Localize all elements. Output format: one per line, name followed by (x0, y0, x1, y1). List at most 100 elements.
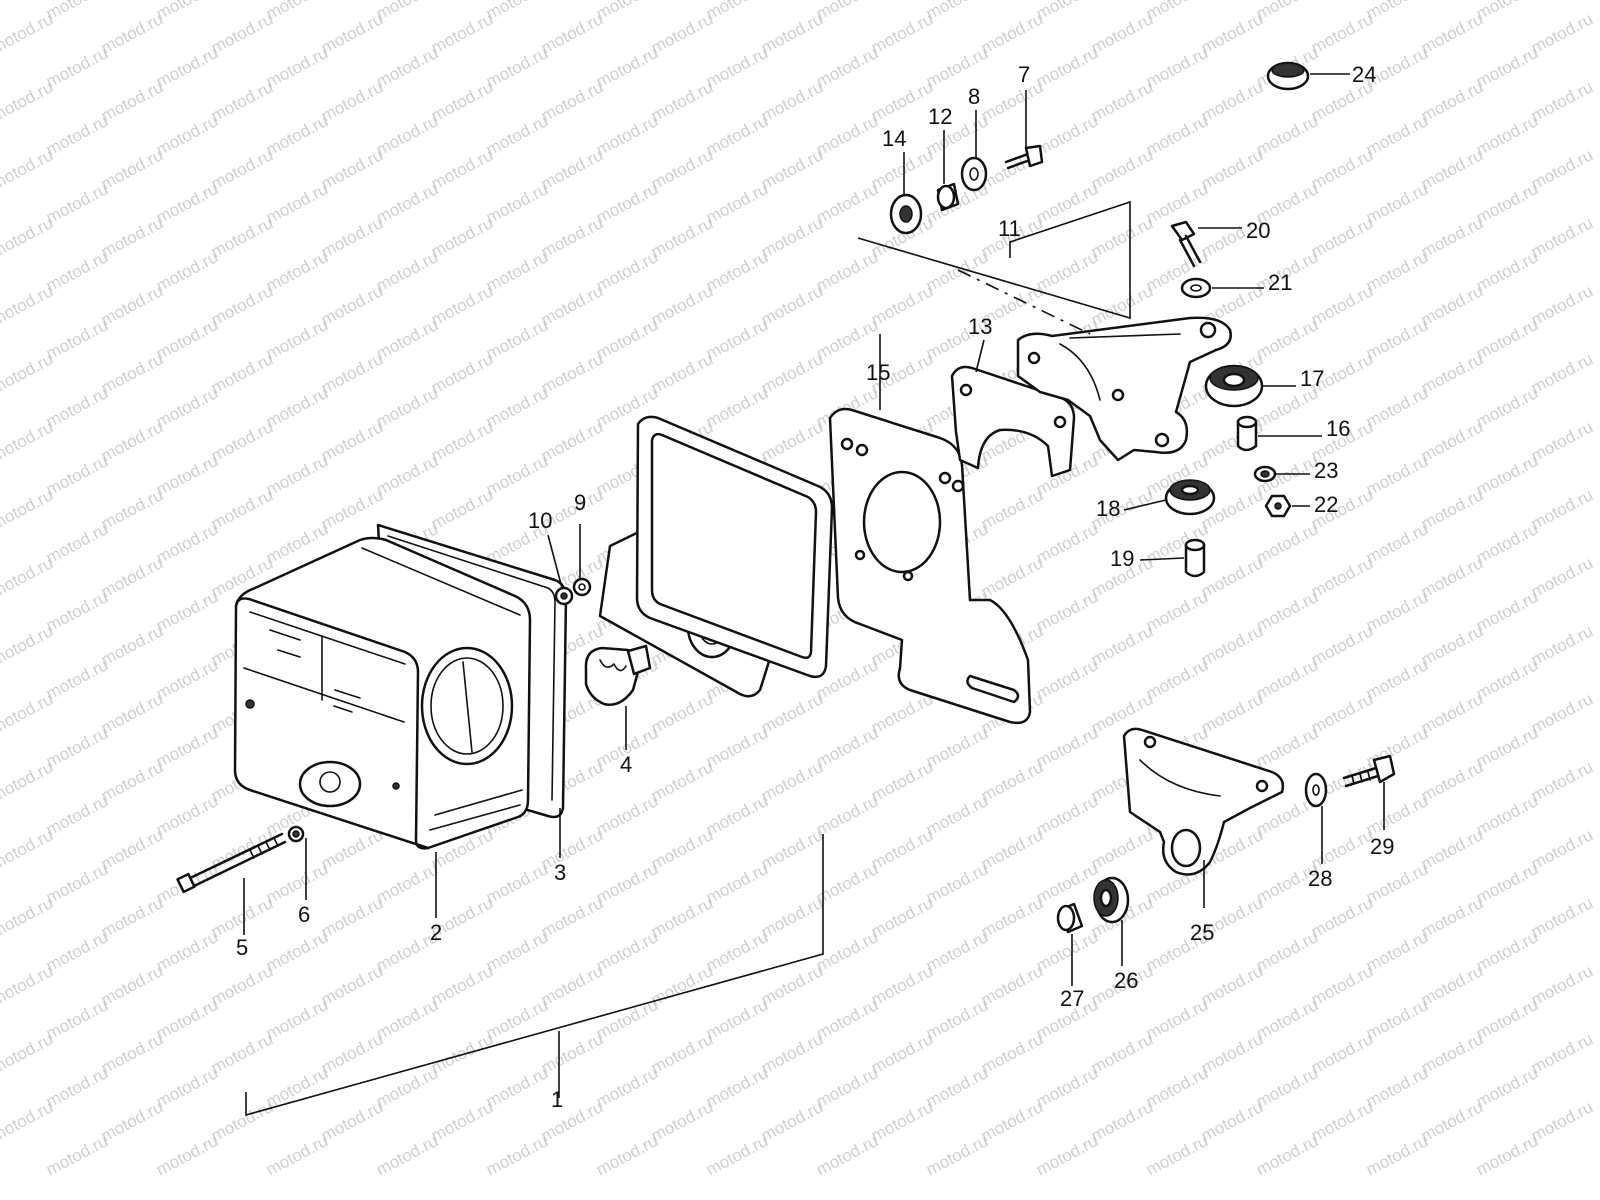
watermark-text: motod.ru (428, 961, 496, 1009)
watermark-text: motod.ru (153, 247, 221, 295)
watermark-text: motod.ru (483, 0, 551, 24)
watermark-text: motod.ru (703, 927, 771, 975)
watermark-text: motod.ru (1363, 1063, 1431, 1111)
watermark-text: motod.ru (153, 451, 221, 499)
watermark-text: motod.ru (1528, 281, 1596, 329)
watermark-text: motod.ru (43, 655, 111, 703)
watermark-text: motod.ru (43, 1063, 111, 1111)
watermark-text: motod.ru (43, 111, 111, 159)
watermark-text: motod.ru (153, 587, 221, 635)
watermark-text: motod.ru (1253, 519, 1321, 567)
watermark-text: motod.ru (98, 77, 166, 125)
watermark-text: motod.ru (813, 995, 881, 1043)
watermark-text: motod.ru (813, 179, 881, 227)
watermark-text: motod.ru (593, 315, 661, 363)
watermark-text: motod.ru (428, 213, 496, 261)
watermark-text: motod.ru (98, 213, 166, 261)
watermark-text: motod.ru (1473, 111, 1541, 159)
watermark-text: motod.ru (538, 9, 606, 57)
watermark-text: motod.ru (373, 859, 441, 907)
watermark-text: motod.ru (1088, 825, 1156, 873)
watermark-text: motod.ru (648, 349, 716, 397)
part-3-gasket-inner (387, 535, 556, 801)
watermark-text: motod.ru (1418, 553, 1486, 601)
watermark-text: motod.ru (593, 43, 661, 91)
watermark-text: motod.ru (318, 961, 386, 1009)
watermark-text: motod.ru (703, 995, 771, 1043)
watermark-text: motod.ru (483, 1063, 551, 1111)
watermark-text: motod.ru (813, 247, 881, 295)
watermark-text: motod.ru (1308, 1029, 1376, 1077)
watermark-text: motod.ru (0, 213, 56, 261)
watermark-text: motod.ru (1528, 825, 1596, 873)
watermark-text: motod.ru (263, 451, 331, 499)
callout-12: 12 (928, 104, 952, 129)
callout-25: 25 (1190, 920, 1214, 945)
watermark-text: motod.ru (0, 1029, 56, 1077)
watermark-text: motod.ru (1528, 349, 1596, 397)
watermark-text: motod.ru (43, 43, 111, 91)
watermark-text: motod.ru (0, 417, 56, 465)
watermark-text: motod.ru (648, 961, 716, 1009)
watermark-text: motod.ru (538, 961, 606, 1009)
watermark-text: motod.ru (978, 893, 1046, 941)
watermark-text: motod.ru (1528, 9, 1596, 57)
watermark-text: motod.ru (1418, 9, 1486, 57)
watermark-text: motod.ru (1033, 1131, 1101, 1179)
watermark-text: motod.ru (373, 247, 441, 295)
watermark-text: motod.ru (483, 927, 551, 975)
watermark-text: motod.ru (1198, 621, 1266, 669)
watermark-text: motod.ru (978, 961, 1046, 1009)
watermark-text: motod.ru (1198, 9, 1266, 57)
watermark-text: motod.ru (43, 927, 111, 975)
watermark-text: motod.ru (1308, 621, 1376, 669)
watermark-text: motod.ru (0, 0, 1, 24)
watermark-text: motod.ru (1418, 213, 1486, 261)
watermark-text: motod.ru (483, 315, 551, 363)
callout-24: 24 (1352, 62, 1376, 87)
part-19-collar (1184, 538, 1206, 578)
watermark-text: motod.ru (1418, 825, 1486, 873)
part-25-lower-bracket (1122, 727, 1285, 876)
watermark-text: motod.ru (153, 179, 221, 227)
watermark-text: motod.ru (1308, 9, 1376, 57)
watermark-text: motod.ru (868, 9, 936, 57)
watermark-text: motod.ru (153, 995, 221, 1043)
watermark-text: motod.ru (923, 995, 991, 1043)
watermark-text: motod.ru (43, 0, 111, 24)
watermark-text: motod.ru (758, 417, 826, 465)
callout-26: 26 (1114, 968, 1138, 993)
watermark-text: motod.ru (1143, 655, 1211, 703)
watermark-text: motod.ru (868, 145, 936, 193)
watermark-text: motod.ru (1033, 519, 1101, 567)
watermark-text: motod.ru (978, 825, 1046, 873)
watermark-text: motod.ru (153, 1131, 221, 1179)
watermark-text: motod.ru (373, 383, 441, 431)
watermark-text: motod.ru (1473, 383, 1541, 431)
centre-line (957, 269, 1091, 335)
watermark-text: motod.ru (1418, 1097, 1486, 1145)
watermark-text: motod.ru (43, 451, 111, 499)
part-20-bolt (1170, 220, 1202, 268)
watermark-text: motod.ru (1473, 179, 1541, 227)
watermark-text: motod.ru (1363, 519, 1431, 567)
watermark-text: motod.ru (1253, 1131, 1321, 1179)
watermark-text: motod.ru (263, 995, 331, 1043)
watermark-text: motod.ru (1033, 587, 1101, 635)
watermark-text: motod.ru (373, 43, 441, 91)
watermark-text: motod.ru (1308, 689, 1376, 737)
watermark-text: motod.ru (153, 111, 221, 159)
watermark-text: motod.ru (1418, 77, 1486, 125)
watermark-text: motod.ru (1088, 145, 1156, 193)
watermark-text: motod.ru (483, 451, 551, 499)
watermark-text: motod.ru (43, 383, 111, 431)
watermark-text: motod.ru (1033, 655, 1101, 703)
watermark-text: motod.ru (1363, 1131, 1431, 1179)
watermark-text: motod.ru (483, 111, 551, 159)
watermark-text: motod.ru (1418, 689, 1486, 737)
watermark-text: motod.ru (483, 859, 551, 907)
watermark-text: motod.ru (1198, 961, 1266, 1009)
watermark-text: motod.ru (593, 247, 661, 295)
watermark-text: motod.ru (98, 689, 166, 737)
